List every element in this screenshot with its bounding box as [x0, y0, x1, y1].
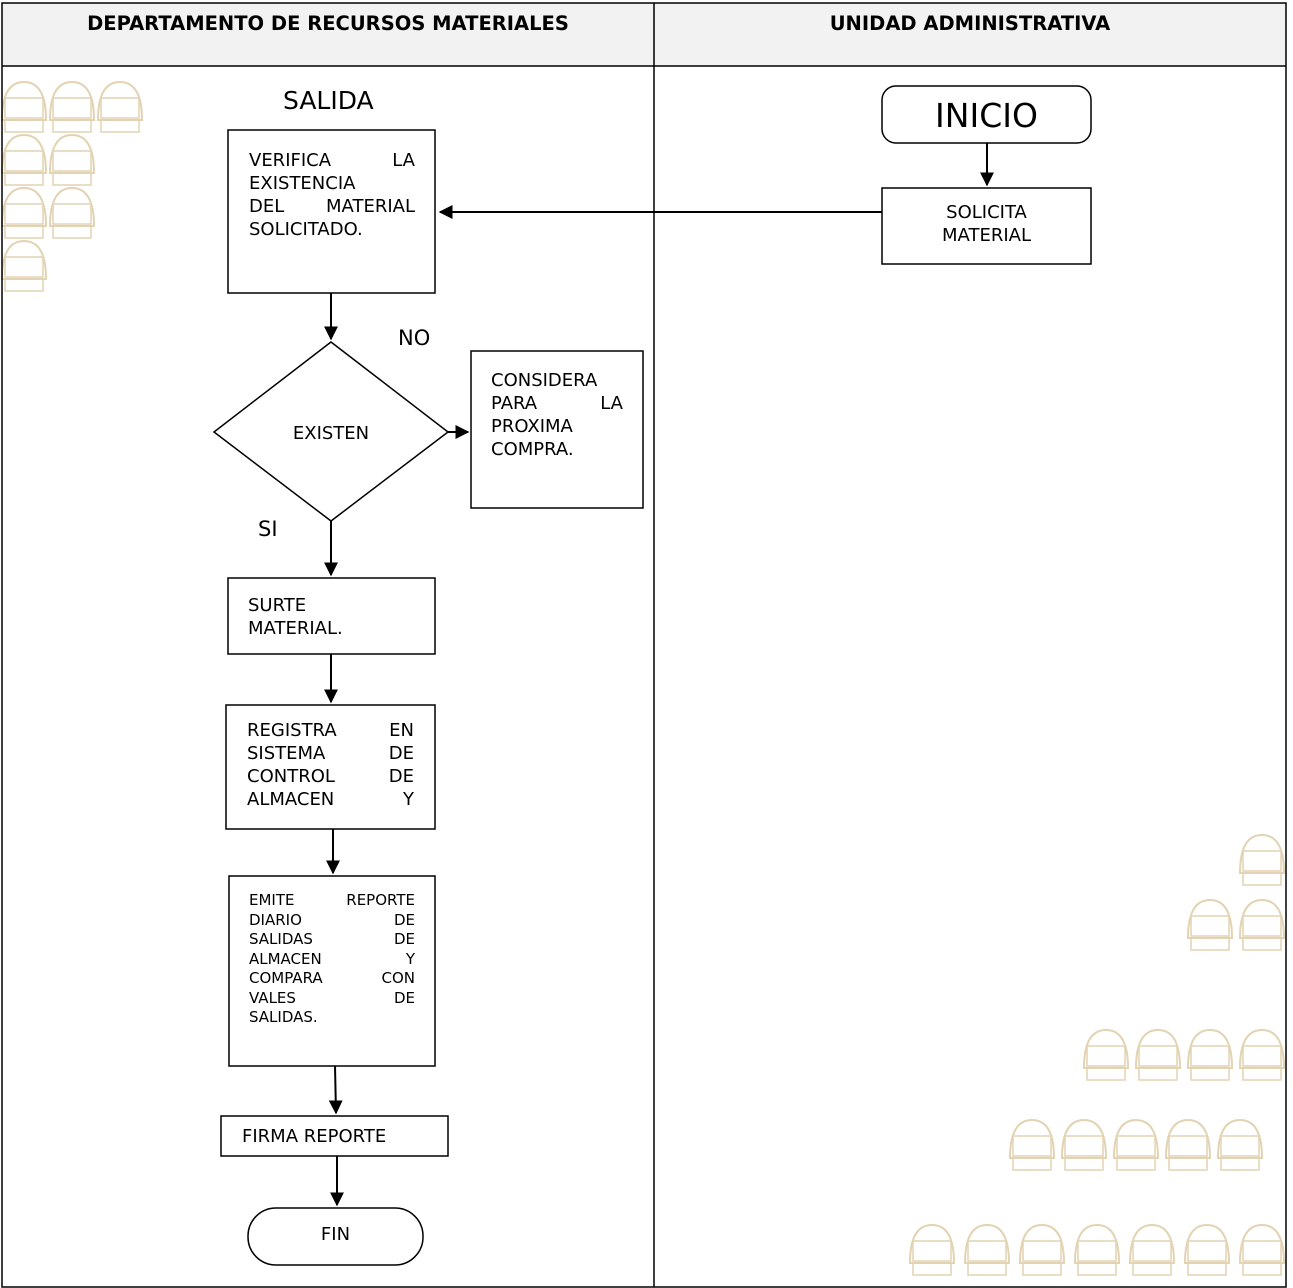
- emite-line: SALIDAS DE: [249, 930, 415, 948]
- emite-line: ALMACEN Y: [249, 949, 415, 968]
- registra-text: REGISTRA EN SISTEMA DE CONTROL DE ALMACE…: [247, 719, 414, 811]
- solicita-box: [881, 187, 1092, 265]
- verifica-line: DEL MATERIAL: [249, 196, 415, 217]
- registra-line: ALMACEN Y: [247, 789, 414, 810]
- inicio-label: INICIO: [935, 96, 1038, 135]
- firma-label: FIRMA REPORTE: [242, 1126, 387, 1147]
- registra-line: CONTROL DE: [247, 766, 414, 787]
- header-left: DEPARTAMENTO DE RECURSOS MATERIALES: [87, 12, 569, 35]
- registra-box: [225, 704, 436, 830]
- considera-line: CONSIDERA: [491, 370, 598, 391]
- emite-line: SALIDAS.: [249, 1008, 318, 1026]
- considera-line: PROXIMA: [491, 416, 573, 437]
- surte-line: SURTE: [248, 595, 307, 616]
- existen-label: EXISTEN: [292, 423, 370, 444]
- si-label: SI: [258, 517, 278, 541]
- solicita-line: SOLICITA: [946, 202, 1027, 223]
- solicita-text: SOLICITA MATERIAL: [882, 201, 1091, 247]
- emite-box: [228, 875, 436, 1067]
- emite-line: DIARIO DE: [249, 910, 415, 929]
- considera-line: PARA LA: [491, 393, 623, 414]
- surte-line: MATERIAL.: [248, 618, 343, 639]
- emite-line: VALES DE: [249, 988, 415, 1007]
- header-row: [2, 3, 1286, 66]
- arrow-emite-firma: [328, 1065, 343, 1115]
- surte-text: SURTE MATERIAL.: [248, 594, 418, 640]
- verifica-text: VERIFICA LA EXISTENCIA DEL MATERIAL SOLI…: [249, 149, 415, 241]
- considera-text: CONSIDERA PARA LA PROXIMA COMPRA.: [491, 369, 623, 461]
- fin-terminator: [247, 1207, 424, 1266]
- salida-label: SALIDA: [283, 86, 374, 115]
- verifica-line: EXISTENCIA: [249, 173, 356, 194]
- emite-line: COMPARA CON: [249, 969, 415, 987]
- no-label: NO: [398, 326, 431, 350]
- verifica-box: [227, 129, 436, 294]
- registra-line: REGISTRA EN: [247, 720, 414, 741]
- verifica-line: SOLICITADO.: [249, 219, 363, 240]
- surte-box: [227, 577, 436, 655]
- registra-line: SISTEMA DE: [247, 743, 414, 764]
- emite-text: EMITE REPORTE DIARIO DE SALIDAS DE ALMAC…: [249, 891, 415, 1028]
- header-right: UNIDAD ADMINISTRATIVA: [829, 12, 1111, 35]
- emite-line: EMITE REPORTE: [249, 891, 415, 909]
- solicita-line: MATERIAL: [942, 225, 1031, 246]
- firma-box: [220, 1115, 449, 1157]
- considera-box: [470, 350, 644, 509]
- verifica-line: VERIFICA LA: [249, 150, 415, 171]
- considera-line: COMPRA.: [491, 439, 574, 460]
- fin-label: FIN: [320, 1224, 351, 1245]
